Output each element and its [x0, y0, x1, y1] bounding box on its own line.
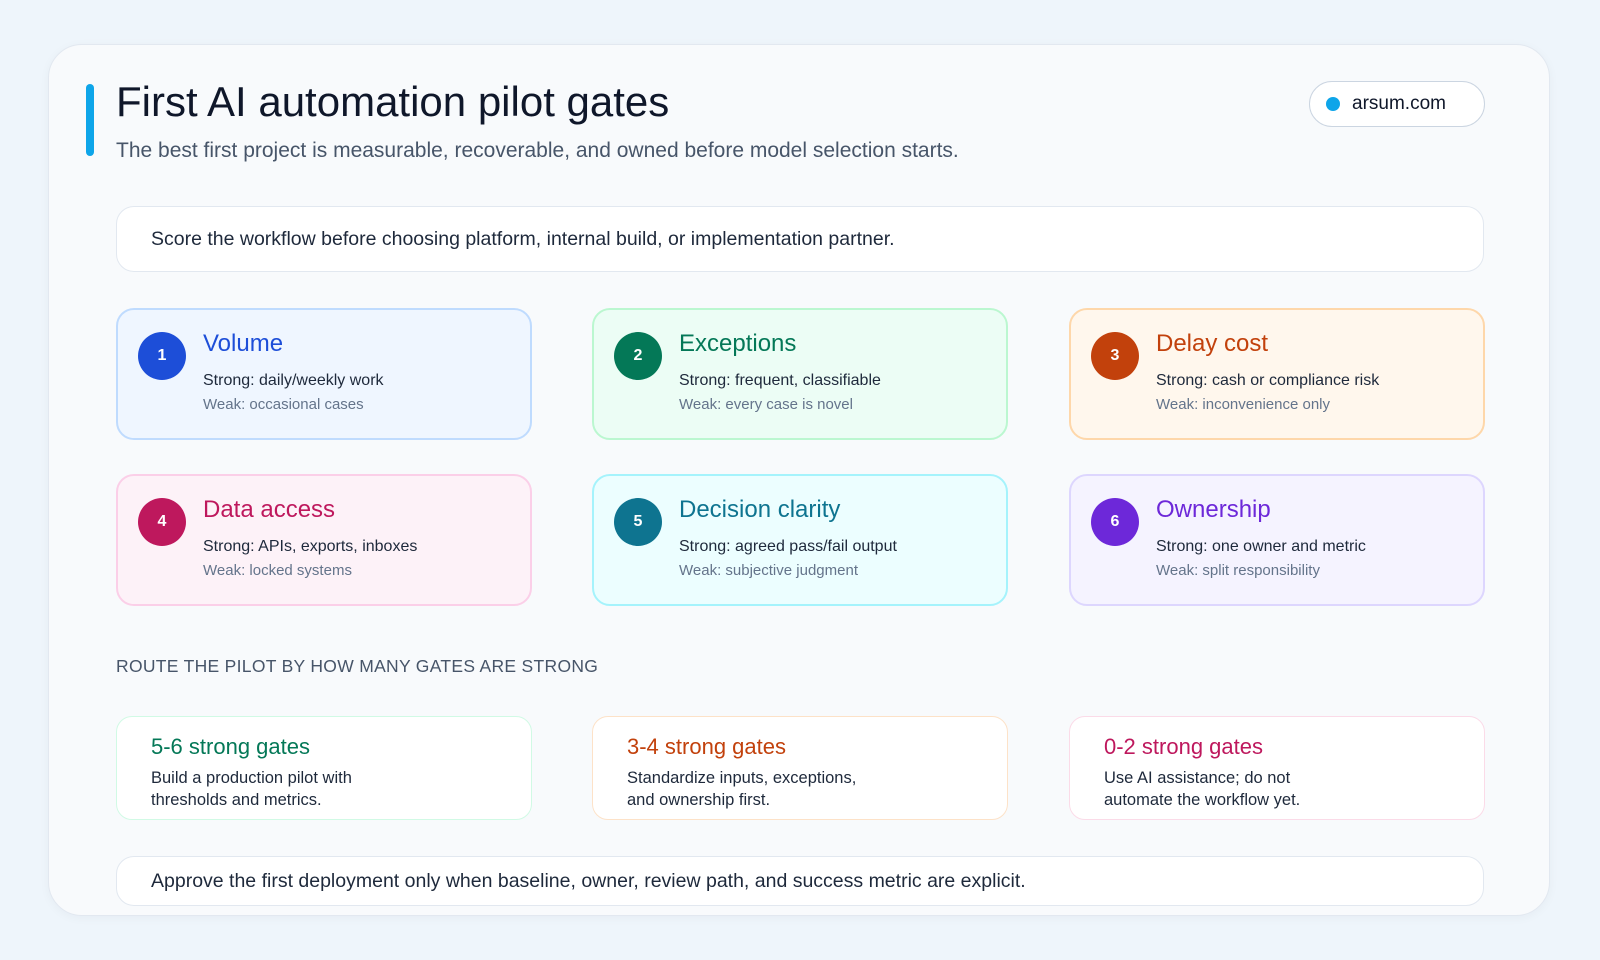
brand-text: arsum.com [1352, 93, 1446, 114]
gate-number-badge: 3 [1091, 332, 1139, 380]
page-subtitle: The best first project is measurable, re… [116, 139, 959, 162]
gate-name: Delay cost [1156, 330, 1269, 357]
footer-banner: Approve the first deployment only when b… [116, 856, 1484, 906]
gate-card-decision-clarity: 5 Decision clarity Strong: agreed pass/f… [592, 474, 1008, 606]
route-description: Build a production pilot with thresholds… [151, 769, 352, 809]
gate-name: Decision clarity [679, 496, 841, 523]
gate-number-badge: 6 [1091, 498, 1139, 546]
route-title: 3-4 strong gates [627, 734, 786, 759]
route-title: 5-6 strong gates [151, 734, 310, 759]
gate-weak-criterion: Weak: locked systems [203, 562, 352, 579]
page-title: First AI automation pilot gates [116, 78, 670, 125]
gate-card-volume: 1 Volume Strong: daily/weekly work Weak:… [116, 308, 532, 440]
gate-strong-criterion: Strong: APIs, exports, inboxes [203, 538, 418, 555]
gate-weak-criterion: Weak: split responsibility [1156, 562, 1320, 579]
route-description: Standardize inputs, exceptions, and owne… [627, 769, 857, 809]
route-title: 0-2 strong gates [1104, 734, 1263, 759]
gate-name: Ownership [1156, 496, 1271, 523]
title-accent-bar [86, 84, 94, 156]
gate-strong-criterion: Strong: cash or compliance risk [1156, 372, 1380, 389]
route-card-low: 0-2 strong gates Use AI assistance; do n… [1069, 716, 1485, 820]
routing-section-label: ROUTE THE PILOT BY HOW MANY GATES ARE ST… [116, 656, 599, 676]
route-card-high: 5-6 strong gates Build a production pilo… [116, 716, 532, 820]
brand-dot-icon [1326, 97, 1340, 111]
route-description: Use AI assistance; do not automate the w… [1104, 769, 1301, 809]
gate-strong-criterion: Strong: daily/weekly work [203, 372, 384, 389]
gate-name: Volume [203, 330, 284, 357]
gate-number-badge: 5 [614, 498, 662, 546]
gate-name: Data access [203, 496, 336, 523]
brand-pill[interactable]: arsum.com [1309, 81, 1485, 127]
gate-number-badge: 4 [138, 498, 186, 546]
route-card-medium: 3-4 strong gates Standardize inputs, exc… [592, 716, 1008, 820]
gate-strong-criterion: Strong: one owner and metric [1156, 538, 1366, 555]
gate-number-badge: 1 [138, 332, 186, 380]
gate-strong-criterion: Strong: frequent, classifiable [679, 372, 881, 389]
gate-weak-criterion: Weak: every case is novel [679, 396, 853, 413]
gate-weak-criterion: Weak: inconvenience only [1156, 396, 1330, 413]
gate-weak-criterion: Weak: subjective judgment [679, 562, 858, 579]
gate-card-exceptions: 2 Exceptions Strong: frequent, classifia… [592, 308, 1008, 440]
gate-number-badge: 2 [614, 332, 662, 380]
gate-card-ownership: 6 Ownership Strong: one owner and metric… [1069, 474, 1485, 606]
gate-weak-criterion: Weak: occasional cases [203, 396, 364, 413]
intro-banner: Score the workflow before choosing platf… [116, 206, 1484, 272]
gate-card-delay-cost: 3 Delay cost Strong: cash or compliance … [1069, 308, 1485, 440]
gate-name: Exceptions [679, 330, 797, 357]
gate-strong-criterion: Strong: agreed pass/fail output [679, 538, 897, 555]
gate-card-data-access: 4 Data access Strong: APIs, exports, inb… [116, 474, 532, 606]
